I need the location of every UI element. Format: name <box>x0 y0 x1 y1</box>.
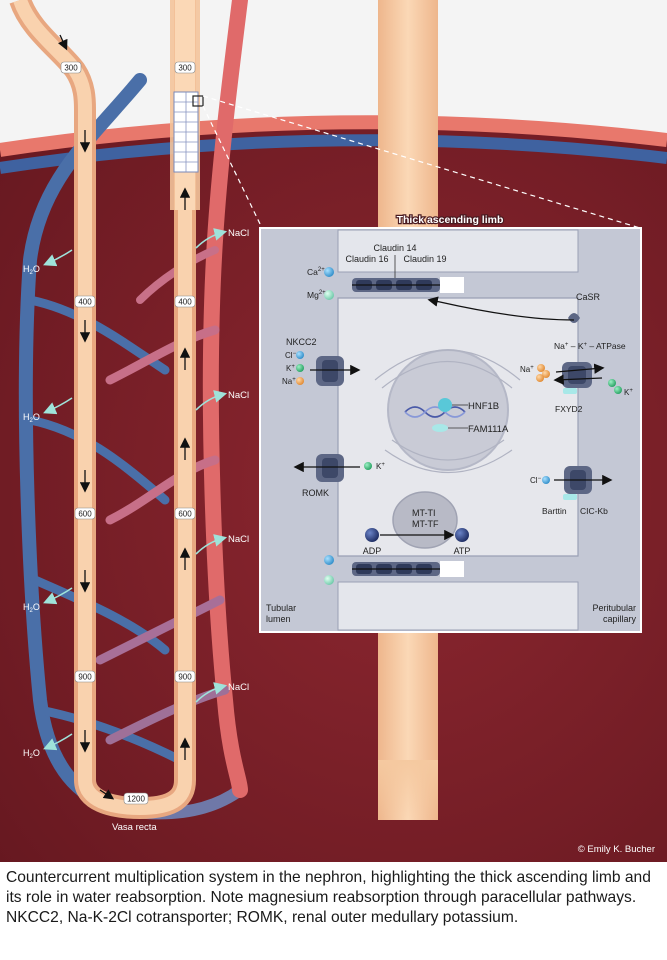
dna-helix <box>404 406 466 418</box>
ca-ion-bottom <box>324 555 334 565</box>
atpase-label: Na+ – K+ – ATPase <box>554 341 626 351</box>
svg-text:Cl−: Cl− <box>530 476 542 485</box>
casr-label: CaSR <box>576 292 601 302</box>
cell-bottom <box>337 581 579 631</box>
nkcc2-label: NKCC2 <box>286 337 317 347</box>
k-ion-romk <box>364 462 372 470</box>
figure-caption: Countercurrent multiplication system in … <box>6 869 651 926</box>
credit-label: © Emily K. Bucher <box>578 844 655 855</box>
value-400-descending: 400 <box>78 298 92 307</box>
vasa-recta-venous <box>18 73 246 820</box>
k-ion-atpase <box>608 379 616 387</box>
ca-ion <box>324 267 334 277</box>
hnf1b-label: HNF1B <box>468 401 499 412</box>
value-300-descending: 300 <box>64 64 78 73</box>
svg-text:H2O: H2O <box>23 412 40 424</box>
osmolality-badges: 300 300 400 400 600 600 900 900 1200 <box>60 61 196 805</box>
value-900-descending: 900 <box>78 673 92 682</box>
svg-text:K+: K+ <box>286 364 295 373</box>
adp-label: ADP <box>363 546 382 556</box>
svg-text:NaCl: NaCl <box>228 682 249 693</box>
mtti-label: MT-TI <box>412 508 436 518</box>
loop-of-henle <box>9 0 204 820</box>
cl-ion-nkcc2 <box>296 351 304 359</box>
value-600-descending: 600 <box>78 510 92 519</box>
fxyd2-label: FXYD2 <box>555 404 583 414</box>
value-300-ascending: 300 <box>178 64 192 73</box>
svg-text:Cl−: Cl− <box>285 351 297 360</box>
romk-label: ROMK <box>302 488 329 498</box>
svg-text:H2O: H2O <box>23 602 40 614</box>
svg-text:capillary: capillary <box>603 614 637 624</box>
barttin-label: Barttin <box>542 506 567 516</box>
na-ion-nkcc2 <box>296 377 304 385</box>
claudin14-label: Claudin 14 <box>373 243 416 253</box>
inset-panel: Thick ascending limb HNF1B FAM111A MT-TI… <box>259 213 642 633</box>
fam111a-label: FAM111A <box>468 424 509 435</box>
ca-label: Ca2+ <box>307 267 325 277</box>
value-600-ascending: 600 <box>178 510 192 519</box>
claudin16-label: Claudin 16 <box>345 254 388 264</box>
svg-text:Na+: Na+ <box>520 365 534 374</box>
inset-title: Thick ascending limb <box>397 214 504 226</box>
zoom-lines <box>202 95 641 229</box>
svg-text:NaCl: NaCl <box>228 390 249 401</box>
value-900-ascending: 900 <box>178 673 192 682</box>
svg-text:Na+: Na+ <box>282 377 296 386</box>
mitochondrion <box>392 491 458 549</box>
flow-arrows <box>58 34 191 800</box>
svg-text:NaCl: NaCl <box>228 534 249 545</box>
atp-label: ATP <box>454 546 471 556</box>
value-400-ascending: 400 <box>178 298 192 307</box>
tight-junction-bottom <box>352 561 464 577</box>
adp-molecule <box>365 528 379 542</box>
na-ion-atpase-1 <box>537 364 545 372</box>
svg-text:H2O: H2O <box>23 748 40 760</box>
svg-text:K+: K+ <box>624 388 633 397</box>
svg-text:K+: K+ <box>376 462 385 471</box>
cell-top <box>337 229 579 273</box>
nacl-transport: NaCl NaCl NaCl NaCl <box>195 228 249 703</box>
collecting-duct-fade <box>378 760 438 820</box>
peritubular-capillary-label: Peritubular <box>592 603 636 613</box>
svg-text:lumen: lumen <box>266 614 291 624</box>
svg-text:H2O: H2O <box>23 264 40 276</box>
mg-ion-bottom <box>324 575 334 585</box>
fam111a-protein <box>432 424 448 432</box>
zoom-box <box>192 95 204 107</box>
vasa-recta-label: Vasa recta <box>112 822 157 833</box>
barttin-subunit <box>563 494 577 500</box>
value-1200-bottom: 1200 <box>127 795 145 804</box>
k-ion-nkcc2 <box>296 364 304 372</box>
mg-label: Mg2+ <box>307 290 326 300</box>
tubular-lumen-label: Tubular <box>266 603 296 613</box>
tight-junction-top <box>352 277 464 293</box>
claudin19-label: Claudin 19 <box>403 254 446 264</box>
mttf-label: MT-TF <box>412 519 439 529</box>
svg-text:NaCl: NaCl <box>228 228 249 239</box>
atp-molecule <box>455 528 469 542</box>
hnf1b-protein <box>438 398 452 412</box>
mg-ion <box>324 290 334 300</box>
cl-ion-clc <box>542 476 550 484</box>
clc-kb-label: CIC-Kb <box>580 506 608 516</box>
water-reabsorption: H2O H2O H2O H2O <box>23 249 73 760</box>
nephron-diagram: 300 300 400 400 600 600 900 900 1200 H2O… <box>0 0 667 862</box>
